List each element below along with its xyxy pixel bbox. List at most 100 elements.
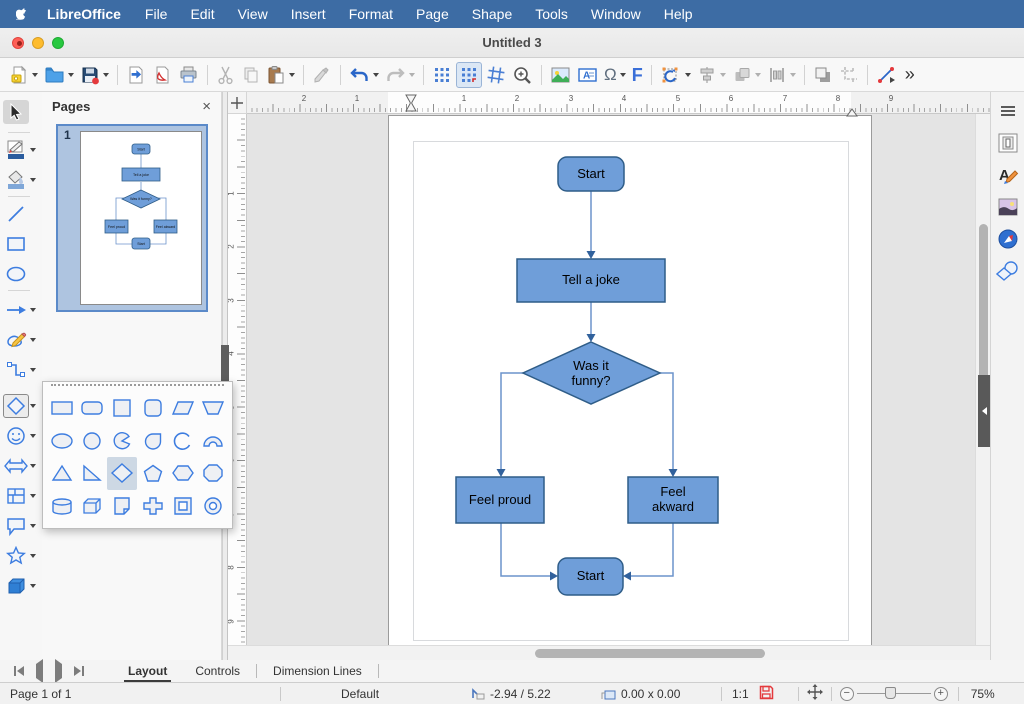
insert-image-button[interactable] xyxy=(548,62,573,88)
apple-menu-icon[interactable] xyxy=(16,7,29,22)
toolbar-overflow-button[interactable]: » xyxy=(904,64,915,84)
shape-rounded-square[interactable] xyxy=(137,392,167,425)
clone-formatting-button[interactable] xyxy=(310,62,334,88)
shape-square[interactable] xyxy=(107,392,137,425)
rectangle-tool[interactable] xyxy=(3,230,41,258)
zoom-in-button[interactable]: + xyxy=(933,686,948,701)
next-page-button[interactable] xyxy=(55,659,62,683)
menu-format[interactable]: Format xyxy=(348,6,394,22)
vertical-scrollbar-thumb[interactable] xyxy=(979,224,988,440)
print-button[interactable] xyxy=(176,62,201,88)
sidebar-settings-icon[interactable] xyxy=(995,98,1021,124)
shape-frame[interactable] xyxy=(168,490,198,523)
block-arrows-tool[interactable] xyxy=(3,452,41,480)
pages-panel-close-icon[interactable]: × xyxy=(202,97,211,115)
open-file-button[interactable] xyxy=(42,62,76,88)
horizontal-scrollbar-thumb[interactable] xyxy=(535,649,765,658)
helplines-button[interactable] xyxy=(484,62,508,88)
close-window-button[interactable] xyxy=(12,36,24,49)
shape-rectangle[interactable] xyxy=(47,392,77,425)
line-color-tool[interactable] xyxy=(3,136,41,164)
menu-insert[interactable]: Insert xyxy=(290,6,326,22)
menu-file[interactable]: File xyxy=(144,6,168,22)
shape-hexagon[interactable] xyxy=(168,457,198,490)
connectors-tool[interactable] xyxy=(3,356,41,384)
callout-shapes-tool[interactable] xyxy=(3,512,41,540)
tab-layout[interactable]: Layout xyxy=(114,662,181,683)
crop-image-button[interactable] xyxy=(837,62,861,88)
export-pdf-button[interactable] xyxy=(150,62,174,88)
zoom-slider[interactable]: − + xyxy=(839,686,948,701)
fit-page-icon[interactable] xyxy=(806,684,823,703)
shape-folded-corner[interactable] xyxy=(107,490,137,523)
tab-controls[interactable]: Controls xyxy=(195,663,241,678)
shape-octagon[interactable] xyxy=(198,457,228,490)
shape-diamond[interactable] xyxy=(107,457,138,490)
horizontal-scrollbar[interactable] xyxy=(228,645,990,660)
shape-circle[interactable] xyxy=(77,425,107,458)
page-thumbnail[interactable]: 1 Start Tell a xyxy=(56,124,208,312)
shape-arc[interactable] xyxy=(168,425,198,458)
arrange-button[interactable] xyxy=(730,62,763,88)
ruler-origin-button[interactable] xyxy=(228,92,247,114)
distribution-button[interactable] xyxy=(765,62,798,88)
menu-view[interactable]: View xyxy=(237,6,268,22)
shape-right-triangle[interactable] xyxy=(77,457,107,490)
paste-button[interactable] xyxy=(264,62,297,88)
shape-teardrop[interactable] xyxy=(137,425,167,458)
basic-shapes-tool[interactable] xyxy=(3,392,41,420)
shape-rounded-rectangle[interactable] xyxy=(77,392,107,425)
sidebar-gallery-icon[interactable] xyxy=(995,194,1021,220)
palette-drag-handle[interactable] xyxy=(51,384,224,390)
flowchart-shapes-tool[interactable] xyxy=(3,482,41,510)
select-tool[interactable] xyxy=(3,98,41,126)
ruler-origin-marker[interactable] xyxy=(405,94,417,117)
shape-circle-pie[interactable] xyxy=(107,425,137,458)
shape-cylinder[interactable] xyxy=(47,490,77,523)
zoom-button[interactable] xyxy=(510,62,535,88)
snap-to-grid-button[interactable] xyxy=(456,61,482,88)
menu-help[interactable]: Help xyxy=(663,6,693,22)
shadow-button[interactable] xyxy=(811,62,835,88)
menu-app-name[interactable]: LibreOffice xyxy=(47,6,121,22)
zoom-window-button[interactable] xyxy=(52,36,64,49)
unsaved-changes-icon[interactable] xyxy=(759,685,774,703)
drawing-page[interactable]: Start Tell a joke Was it funny? Feel pro… xyxy=(388,115,872,645)
zoom-percent-label[interactable]: 75% xyxy=(970,686,995,701)
edit-points-button[interactable] xyxy=(874,62,900,88)
lines-and-arrows-tool[interactable] xyxy=(3,296,41,324)
3d-objects-tool[interactable] xyxy=(3,572,41,600)
undo-button[interactable] xyxy=(347,62,381,88)
shape-isosceles-triangle[interactable] xyxy=(47,457,77,490)
shape-ring[interactable] xyxy=(198,490,228,523)
save-button[interactable] xyxy=(78,62,111,88)
ellipse-tool[interactable] xyxy=(3,260,41,288)
special-character-button[interactable]: Ω xyxy=(602,62,628,88)
menu-page[interactable]: Page xyxy=(416,6,449,22)
scale-label[interactable]: 1:1 xyxy=(732,686,749,701)
menu-edit[interactable]: Edit xyxy=(190,6,215,22)
tab-dimension-lines[interactable]: Dimension Lines xyxy=(273,663,362,678)
menu-tools[interactable]: Tools xyxy=(535,6,568,22)
minimize-window-button[interactable] xyxy=(32,36,44,49)
last-page-button[interactable] xyxy=(74,666,84,676)
sidebar-collapse-handle[interactable] xyxy=(978,375,990,447)
redo-button[interactable] xyxy=(383,62,417,88)
cut-button[interactable] xyxy=(214,62,237,88)
shape-ellipse[interactable] xyxy=(47,425,77,458)
symbol-shapes-tool[interactable] xyxy=(3,422,41,450)
first-page-button[interactable] xyxy=(14,666,24,676)
flowchart-shapes[interactable] xyxy=(389,116,873,645)
menu-shape[interactable]: Shape xyxy=(471,6,513,22)
previous-page-button[interactable] xyxy=(36,659,43,683)
shape-block-arc[interactable] xyxy=(198,425,228,458)
margin-marker[interactable] xyxy=(846,104,858,122)
display-grid-button[interactable] xyxy=(430,62,454,88)
sidebar-styles-icon[interactable]: A xyxy=(995,162,1021,188)
shape-regular-pentagon[interactable] xyxy=(137,457,167,490)
sidebar-shapes-icon[interactable] xyxy=(995,258,1021,284)
shape-cross[interactable] xyxy=(137,490,167,523)
canvas-workspace[interactable]: Start Tell a joke Was it funny? Feel pro… xyxy=(247,114,975,645)
export-button[interactable] xyxy=(124,62,148,88)
fontwork-button[interactable]: F xyxy=(631,64,643,85)
